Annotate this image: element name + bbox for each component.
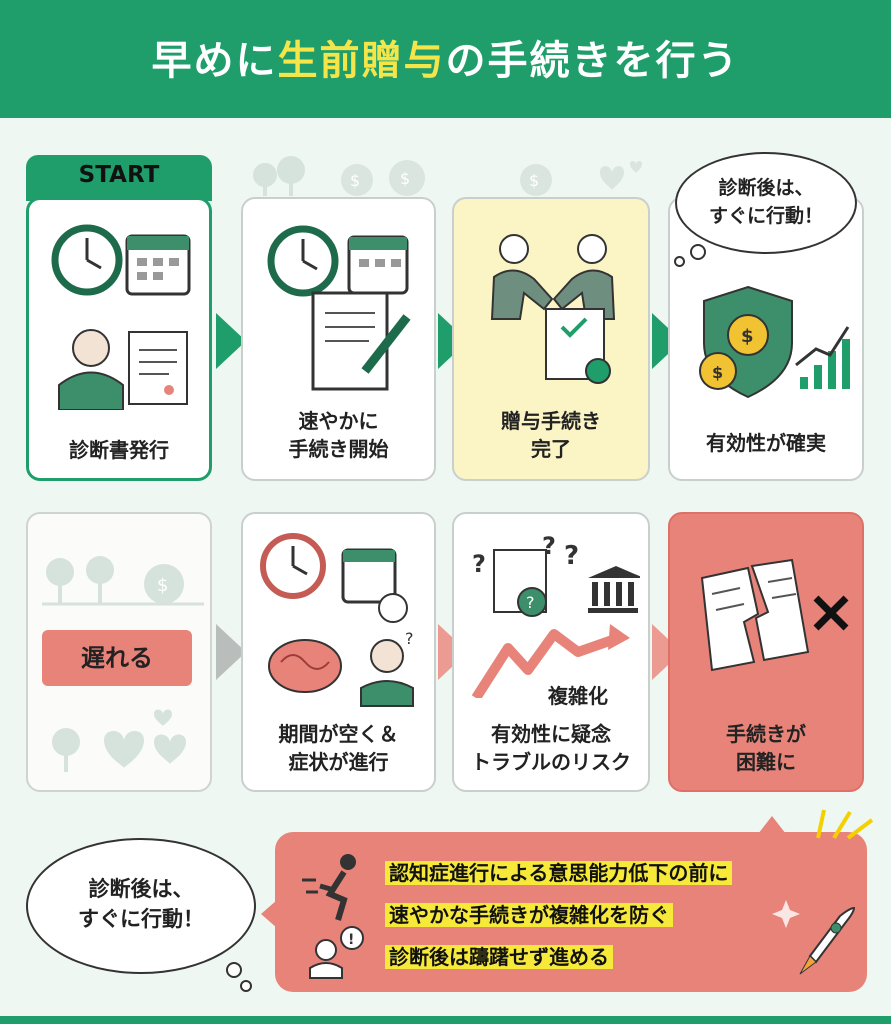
bubble-bottom-line2: すぐに行動！	[78, 907, 204, 931]
step2-label-line1: 速やかに	[298, 409, 379, 433]
decor-hearts-icon	[52, 709, 186, 772]
late-label: 遅れる	[42, 630, 192, 686]
svg-text:?: ?	[472, 550, 486, 578]
summary-panel-pointer-top	[758, 816, 786, 834]
bubble-bottom-line1: 診断後は、	[88, 877, 194, 901]
step1-label: 診断書発行	[69, 438, 169, 462]
svg-text:$: $	[741, 326, 754, 347]
svg-text:$: $	[400, 169, 410, 188]
step2-label-line2: 手続き開始	[288, 437, 389, 461]
difficult-label-line2: 困難に	[736, 750, 796, 774]
svg-text:?: ?	[526, 593, 535, 612]
difficult-label-line1: 手続きが	[726, 722, 806, 746]
delay-symptoms-card: ? 期間が空く＆ 症状が進行	[241, 512, 436, 792]
rocket-sparkle-icon	[772, 900, 856, 975]
svg-text:!: !	[348, 932, 354, 948]
summary-bullet-2: 速やかな手続きが複雑化を防ぐ	[385, 899, 673, 928]
difficult-procedure-card: 手続きが 困難に	[668, 512, 864, 792]
svg-text:?: ?	[542, 532, 556, 560]
step4-label: 有効性が確実	[706, 431, 826, 455]
burst-lines-icon	[816, 809, 874, 840]
summary-panel-pointer	[261, 900, 277, 928]
running-person-warning-icon: !	[302, 854, 364, 979]
start-label: START	[78, 162, 160, 188]
step-card-diagnosis: 診断書発行	[26, 197, 212, 481]
svg-text:?: ?	[405, 629, 414, 648]
complexity-label: 複雑化	[548, 684, 608, 708]
decor-money-heart-icon: $	[520, 161, 642, 196]
action-thought-bubble-top: 診断後は、 すぐに行動！	[675, 152, 857, 254]
summary-bullet-1: 認知症進行による意思能力低下の前に	[385, 857, 733, 886]
page-title: 早めに生前贈与の手続きを行う	[151, 38, 740, 84]
step-card-start-procedure: 速やかに 手続き開始	[241, 197, 436, 481]
svg-text:$: $	[157, 575, 168, 596]
header-bar	[0, 0, 891, 118]
step-card-gift-complete: 贈与手続き 完了	[452, 197, 650, 481]
delay-label-line1: 期間が空く＆	[278, 722, 399, 746]
decor-trees-money-icon: $ $	[253, 156, 425, 196]
trees-money-bag-icon: $	[42, 556, 204, 606]
bubble-tail-dot	[674, 256, 685, 267]
svg-text:$: $	[529, 171, 539, 190]
footer-bar	[0, 1016, 891, 1024]
bubble-tail-dot	[226, 962, 242, 978]
action-thought-bubble-bottom: 診断後は、 すぐに行動！	[26, 838, 256, 974]
shield-coins-growth-icon: $ $	[699, 285, 850, 399]
svg-text:$: $	[712, 363, 723, 382]
bubble-tail-dot	[240, 980, 252, 992]
svg-text:$: $	[350, 171, 360, 190]
clock-calendar-brain-confused-icon: ?	[260, 533, 414, 707]
torn-document-cross-icon	[700, 558, 849, 672]
summary-bullet-3: 診断後は躊躇せず進める	[385, 941, 613, 970]
start-tab	[26, 155, 212, 201]
step3-label-line2: 完了	[531, 437, 571, 461]
step3-label-line1: 贈与手続き	[501, 409, 601, 433]
svg-text:?: ?	[564, 541, 579, 571]
handshake-certificate-icon	[490, 234, 616, 384]
clock-calendar-doctor-icon	[51, 224, 191, 410]
delay-label-line2: 症状が進行	[288, 750, 389, 774]
doubt-label-line1: 有効性に疑念	[491, 722, 611, 746]
law-bank-trend-icon: ? ? ? ?	[471, 532, 640, 698]
clock-calendar-document-icon	[267, 225, 411, 391]
bubble-top-line1: 診断後は、	[718, 177, 814, 199]
bubble-tail-dot	[690, 244, 706, 260]
validity-doubt-card: ? ? ? ? 有効性に疑念 トラブルのリスク	[452, 512, 650, 792]
doubt-label-line2: トラブルのリスク	[471, 750, 631, 774]
bubble-top-line2: すぐに行動！	[708, 205, 823, 227]
